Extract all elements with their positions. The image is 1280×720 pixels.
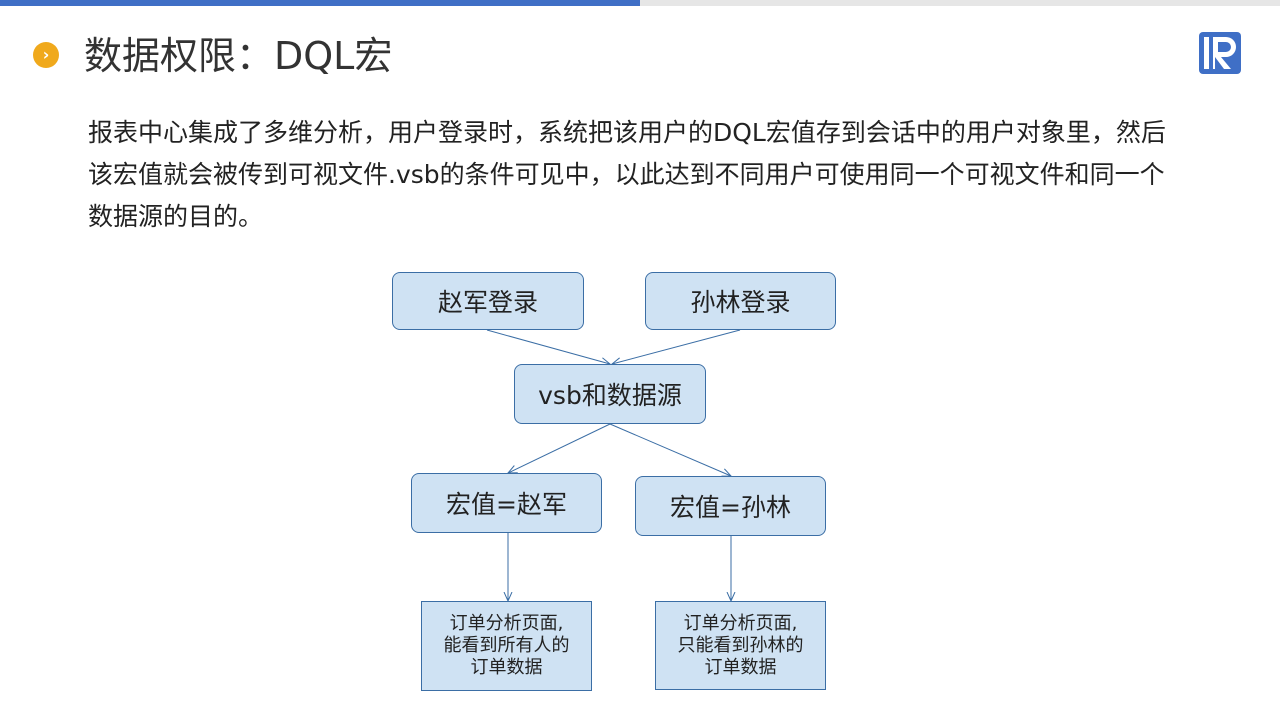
top-divider-bar: [640, 0, 1280, 6]
result-zhao-line-1: 订单分析页面,: [449, 613, 564, 634]
arrow-source-to-macro-zhao: [508, 423, 611, 473]
node-result-sun: 订单分析页面, 只能看到孙林的 订单数据: [655, 601, 826, 690]
result-sun-line-1: 订单分析页面,: [683, 612, 798, 634]
brand-logo-icon: [1199, 32, 1241, 74]
arrow-source-to-macro-sun: [609, 423, 731, 476]
result-sun-line-3: 订单数据: [704, 656, 777, 678]
description-paragraph: 报表中心集成了多维分析，用户登录时，系统把该用户的DQL宏值存到会话中的用户对象…: [88, 118, 1166, 231]
node-login-zhao: 赵军登录: [392, 272, 584, 330]
node-result-zhao: 订单分析页面, 能看到所有人的 订单数据: [421, 601, 592, 691]
node-vsb-datasource: vsb和数据源: [514, 364, 706, 424]
arrow-zhao-to-source: [486, 329, 610, 364]
top-accent-bar: [0, 0, 640, 6]
result-zhao-line-2: 能看到所有人的: [443, 635, 570, 656]
node-login-sun: 孙林登录: [645, 272, 836, 330]
node-macro-sun: 宏值=孙林: [635, 476, 826, 536]
node-macro-zhao: 宏值=赵军: [411, 473, 602, 533]
page-title: 数据权限：DQL宏: [84, 34, 393, 78]
arrow-sun-to-source: [612, 329, 741, 364]
chevron-right-icon: ›: [33, 42, 59, 68]
result-zhao-line-3: 订单数据: [470, 657, 543, 678]
result-sun-line-2: 只能看到孙林的: [677, 634, 804, 656]
